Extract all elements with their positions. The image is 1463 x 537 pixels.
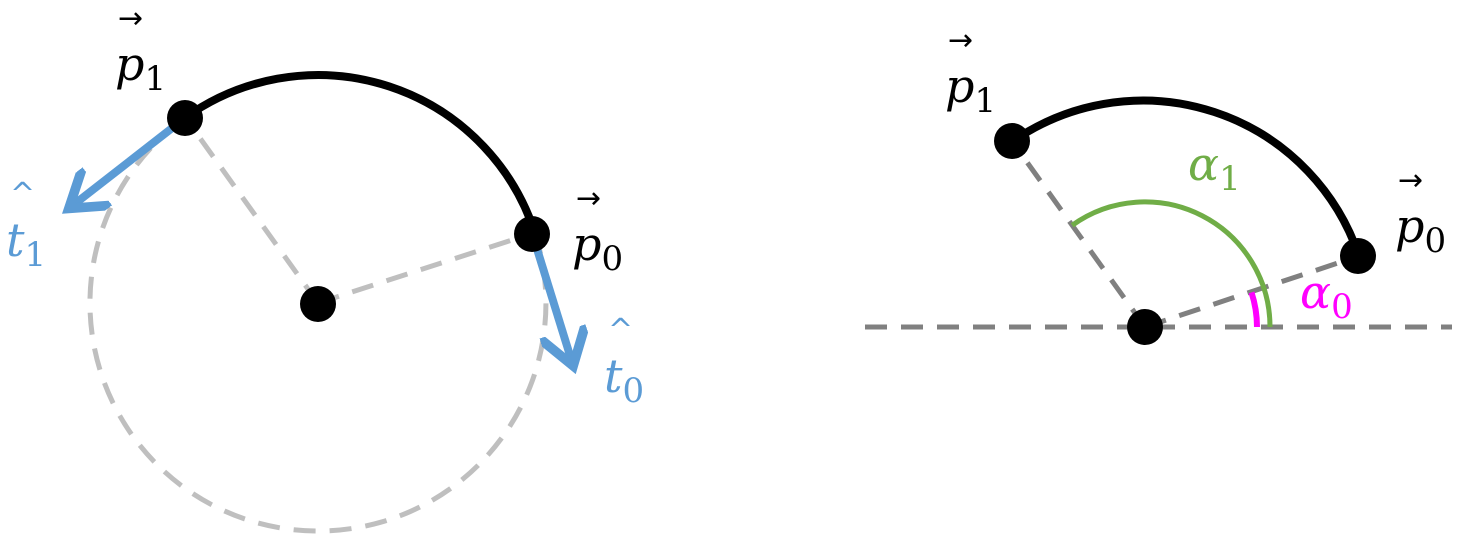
label-p1: p1 [115, 37, 166, 99]
label-p1-arrow: → [118, 1, 143, 36]
label-t1: t1 [6, 213, 46, 275]
circular-arc [182, 71, 539, 234]
center-point [300, 286, 336, 322]
radius-to-p0 [317, 230, 536, 306]
radius-to-p0 [1144, 253, 1360, 330]
tangent-t1-arrow [72, 114, 188, 206]
label-alpha0: α0 [1300, 265, 1353, 327]
label-p0-arrow: → [1398, 163, 1423, 198]
tangent-t0-arrow [529, 234, 572, 362]
label-p1: p1 [945, 59, 996, 121]
circular-arc [1010, 96, 1363, 258]
label-t0-hat: ^ [608, 313, 633, 348]
point-p1 [167, 100, 203, 136]
label-alpha1: α1 [1188, 137, 1241, 199]
label-p0: p0 [572, 217, 623, 279]
right-diagram: p1 → p0 → α1 α0 [865, 23, 1452, 345]
radius-to-p1 [1010, 140, 1148, 329]
angle-alpha1-arc [1070, 199, 1273, 328]
label-t0: t0 [604, 349, 644, 411]
label-p0: p0 [1395, 199, 1446, 261]
radius-to-p1 [183, 116, 321, 305]
angle-alpha0-arc [1248, 291, 1260, 328]
center-point [1127, 309, 1163, 345]
point-p1 [994, 123, 1030, 159]
point-p0 [1340, 238, 1376, 274]
label-p0-arrow: → [576, 181, 601, 216]
construction-circle [87, 115, 549, 534]
label-p1-arrow: → [948, 23, 973, 58]
left-diagram: p1 → p0 → t1 ^ t0 ^ [6, 1, 644, 534]
label-t1-hat: ^ [10, 177, 35, 212]
point-p0 [514, 216, 550, 252]
